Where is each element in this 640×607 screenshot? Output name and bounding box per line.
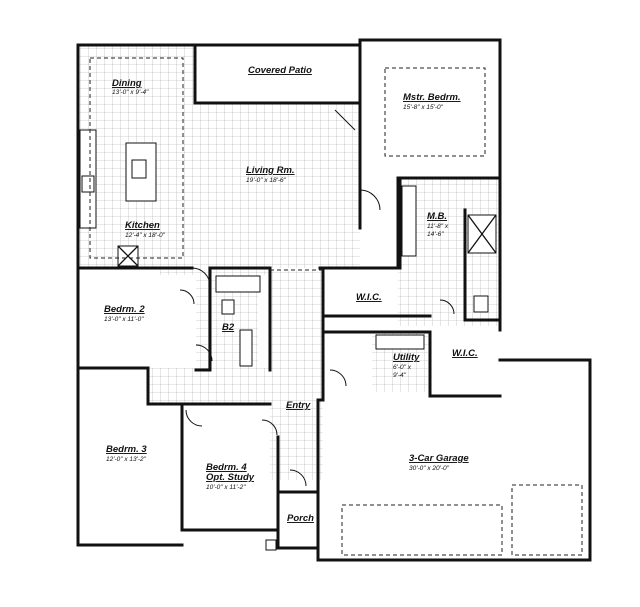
bedroom2-dim: 13'-0" x 11'-0" xyxy=(104,316,144,323)
master-bath-dim1: 11'-8" x xyxy=(427,223,449,230)
details xyxy=(79,57,583,556)
bedroom4-dim: 10'-0" x 11'-2" xyxy=(206,484,246,491)
toilet-b2 xyxy=(221,299,235,315)
bedroom3-label: Bedrm. 3 xyxy=(106,444,147,455)
dining-dim: 13'-0" x 9'-4" xyxy=(112,89,149,96)
garage-door-1 xyxy=(341,504,503,556)
porch-label: Porch xyxy=(287,513,314,524)
range xyxy=(81,175,95,193)
wic2-label: W.I.C. xyxy=(452,348,478,359)
room-labels: Dining 13'-0" x 9'-4" Covered Patio Mstr… xyxy=(104,65,478,524)
wic1-label: W.I.C. xyxy=(356,292,382,303)
covered-patio-label: Covered Patio xyxy=(248,65,312,76)
kitchen-label: Kitchen xyxy=(125,220,160,231)
utility-sink xyxy=(375,334,425,350)
garage-dim: 30'-0" x 20'-0" xyxy=(409,465,450,472)
bedroom4-label2: Opt. Study xyxy=(206,472,255,483)
utility-dim2: 9'-4" xyxy=(393,372,407,379)
toilet-mb xyxy=(473,295,489,313)
vanity-b2 xyxy=(239,329,253,367)
entry-label: Entry xyxy=(286,400,311,411)
utility-dim1: 6'-0" x xyxy=(393,364,412,371)
utility-label: Utility xyxy=(393,352,420,363)
mb-vanity xyxy=(401,185,417,257)
tub xyxy=(215,275,261,293)
master-bath-dim2: 14'-6" xyxy=(427,231,444,238)
living-label: Living Rm. xyxy=(246,165,295,176)
garage-door-2 xyxy=(511,484,583,556)
master-bedroom-label: Mstr. Bedrm. xyxy=(403,92,461,103)
dining-label: Dining xyxy=(112,78,142,89)
kitchen-dim: 12'-4" x 18'-0" xyxy=(125,232,166,239)
living-dim: 19'-0" x 18'-6" xyxy=(246,177,287,184)
bath2-label: B2 xyxy=(222,322,235,333)
master-outline xyxy=(384,67,486,157)
bedroom3-dim: 12'-0" x 13'-2" xyxy=(106,456,147,463)
kitchen-sink xyxy=(131,159,147,179)
bedroom4-label: Bedrm. 4 xyxy=(206,462,247,473)
walls xyxy=(76,38,592,562)
porch-light xyxy=(265,539,277,551)
bedroom2-label: Bedrm. 2 xyxy=(104,304,145,315)
master-bath-label: M.B. xyxy=(427,211,447,222)
dining-outline xyxy=(89,57,184,259)
master-bedroom-dim: 15'-8" x 15'-0" xyxy=(403,104,444,111)
garage-label: 3-Car Garage xyxy=(409,453,469,464)
